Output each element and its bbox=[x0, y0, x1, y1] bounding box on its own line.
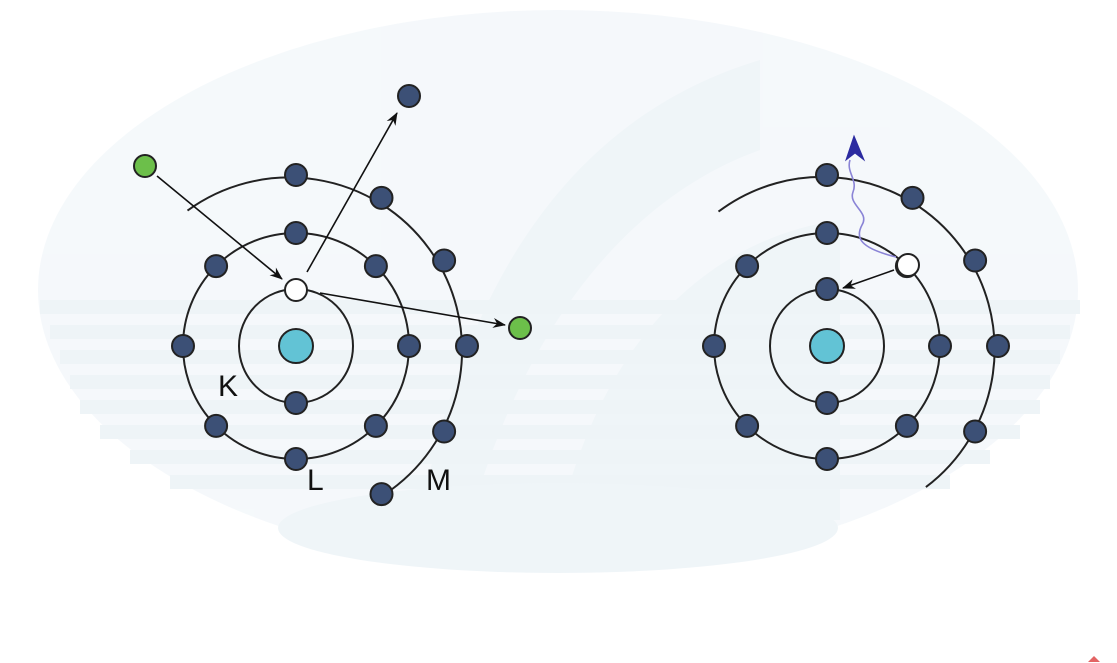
left-l-electron bbox=[397, 334, 421, 358]
right-m-electron bbox=[963, 248, 988, 273]
left-l-electron bbox=[284, 447, 308, 471]
shell-label-k: K bbox=[218, 370, 238, 403]
right-m-electron bbox=[900, 185, 925, 210]
scatter-arrow bbox=[319, 292, 506, 328]
incident-arrow bbox=[156, 175, 283, 280]
photon-arrow-head bbox=[845, 134, 866, 162]
left-vacancy bbox=[284, 278, 308, 302]
left-m-electron bbox=[284, 163, 308, 187]
right-k-electron bbox=[815, 277, 839, 301]
right-k-electron bbox=[815, 391, 839, 415]
right-m-electron bbox=[815, 163, 839, 187]
right-l-electron bbox=[894, 413, 919, 438]
left-m-electron bbox=[369, 185, 394, 210]
left-ejected-electron bbox=[397, 84, 421, 108]
right-l-electron bbox=[928, 334, 952, 358]
left-electrons bbox=[171, 163, 479, 507]
left-m-electron bbox=[455, 334, 479, 358]
right-l-electron bbox=[815, 447, 839, 471]
transition-arrow bbox=[842, 269, 895, 289]
right-nucleus bbox=[809, 328, 845, 364]
shell-label-l: L bbox=[307, 464, 324, 497]
shell-label-m: M bbox=[426, 464, 451, 497]
left-arrows bbox=[156, 112, 506, 328]
left-l-electron bbox=[363, 254, 388, 279]
right-atom-relaxation bbox=[702, 134, 1010, 488]
corner-mark bbox=[1088, 656, 1100, 662]
left-m-electron bbox=[432, 419, 457, 444]
right-vacancy bbox=[896, 253, 920, 277]
left-nucleus bbox=[278, 328, 314, 364]
right-m-electron bbox=[963, 419, 988, 444]
right-l-electron bbox=[735, 254, 760, 279]
left-l-electron bbox=[284, 221, 308, 245]
right-l-electron bbox=[702, 334, 726, 358]
left-scattered-particle bbox=[508, 316, 532, 340]
left-m-electron bbox=[432, 248, 457, 273]
right-l-electron bbox=[815, 221, 839, 245]
left-k-electron bbox=[284, 391, 308, 415]
ejection-arrow bbox=[306, 112, 398, 273]
right-m-electron bbox=[986, 334, 1010, 358]
left-atom-ionization: K L M bbox=[133, 84, 532, 507]
right-l-electron bbox=[735, 413, 760, 438]
left-incident-particle bbox=[133, 154, 157, 178]
photon-wave bbox=[848, 159, 897, 258]
left-l-electron bbox=[363, 413, 388, 438]
left-l-electron bbox=[204, 254, 229, 279]
left-m-electron bbox=[369, 482, 394, 507]
left-l-electron bbox=[204, 413, 229, 438]
left-l-electron bbox=[171, 334, 195, 358]
background-watermark bbox=[38, 10, 1080, 573]
